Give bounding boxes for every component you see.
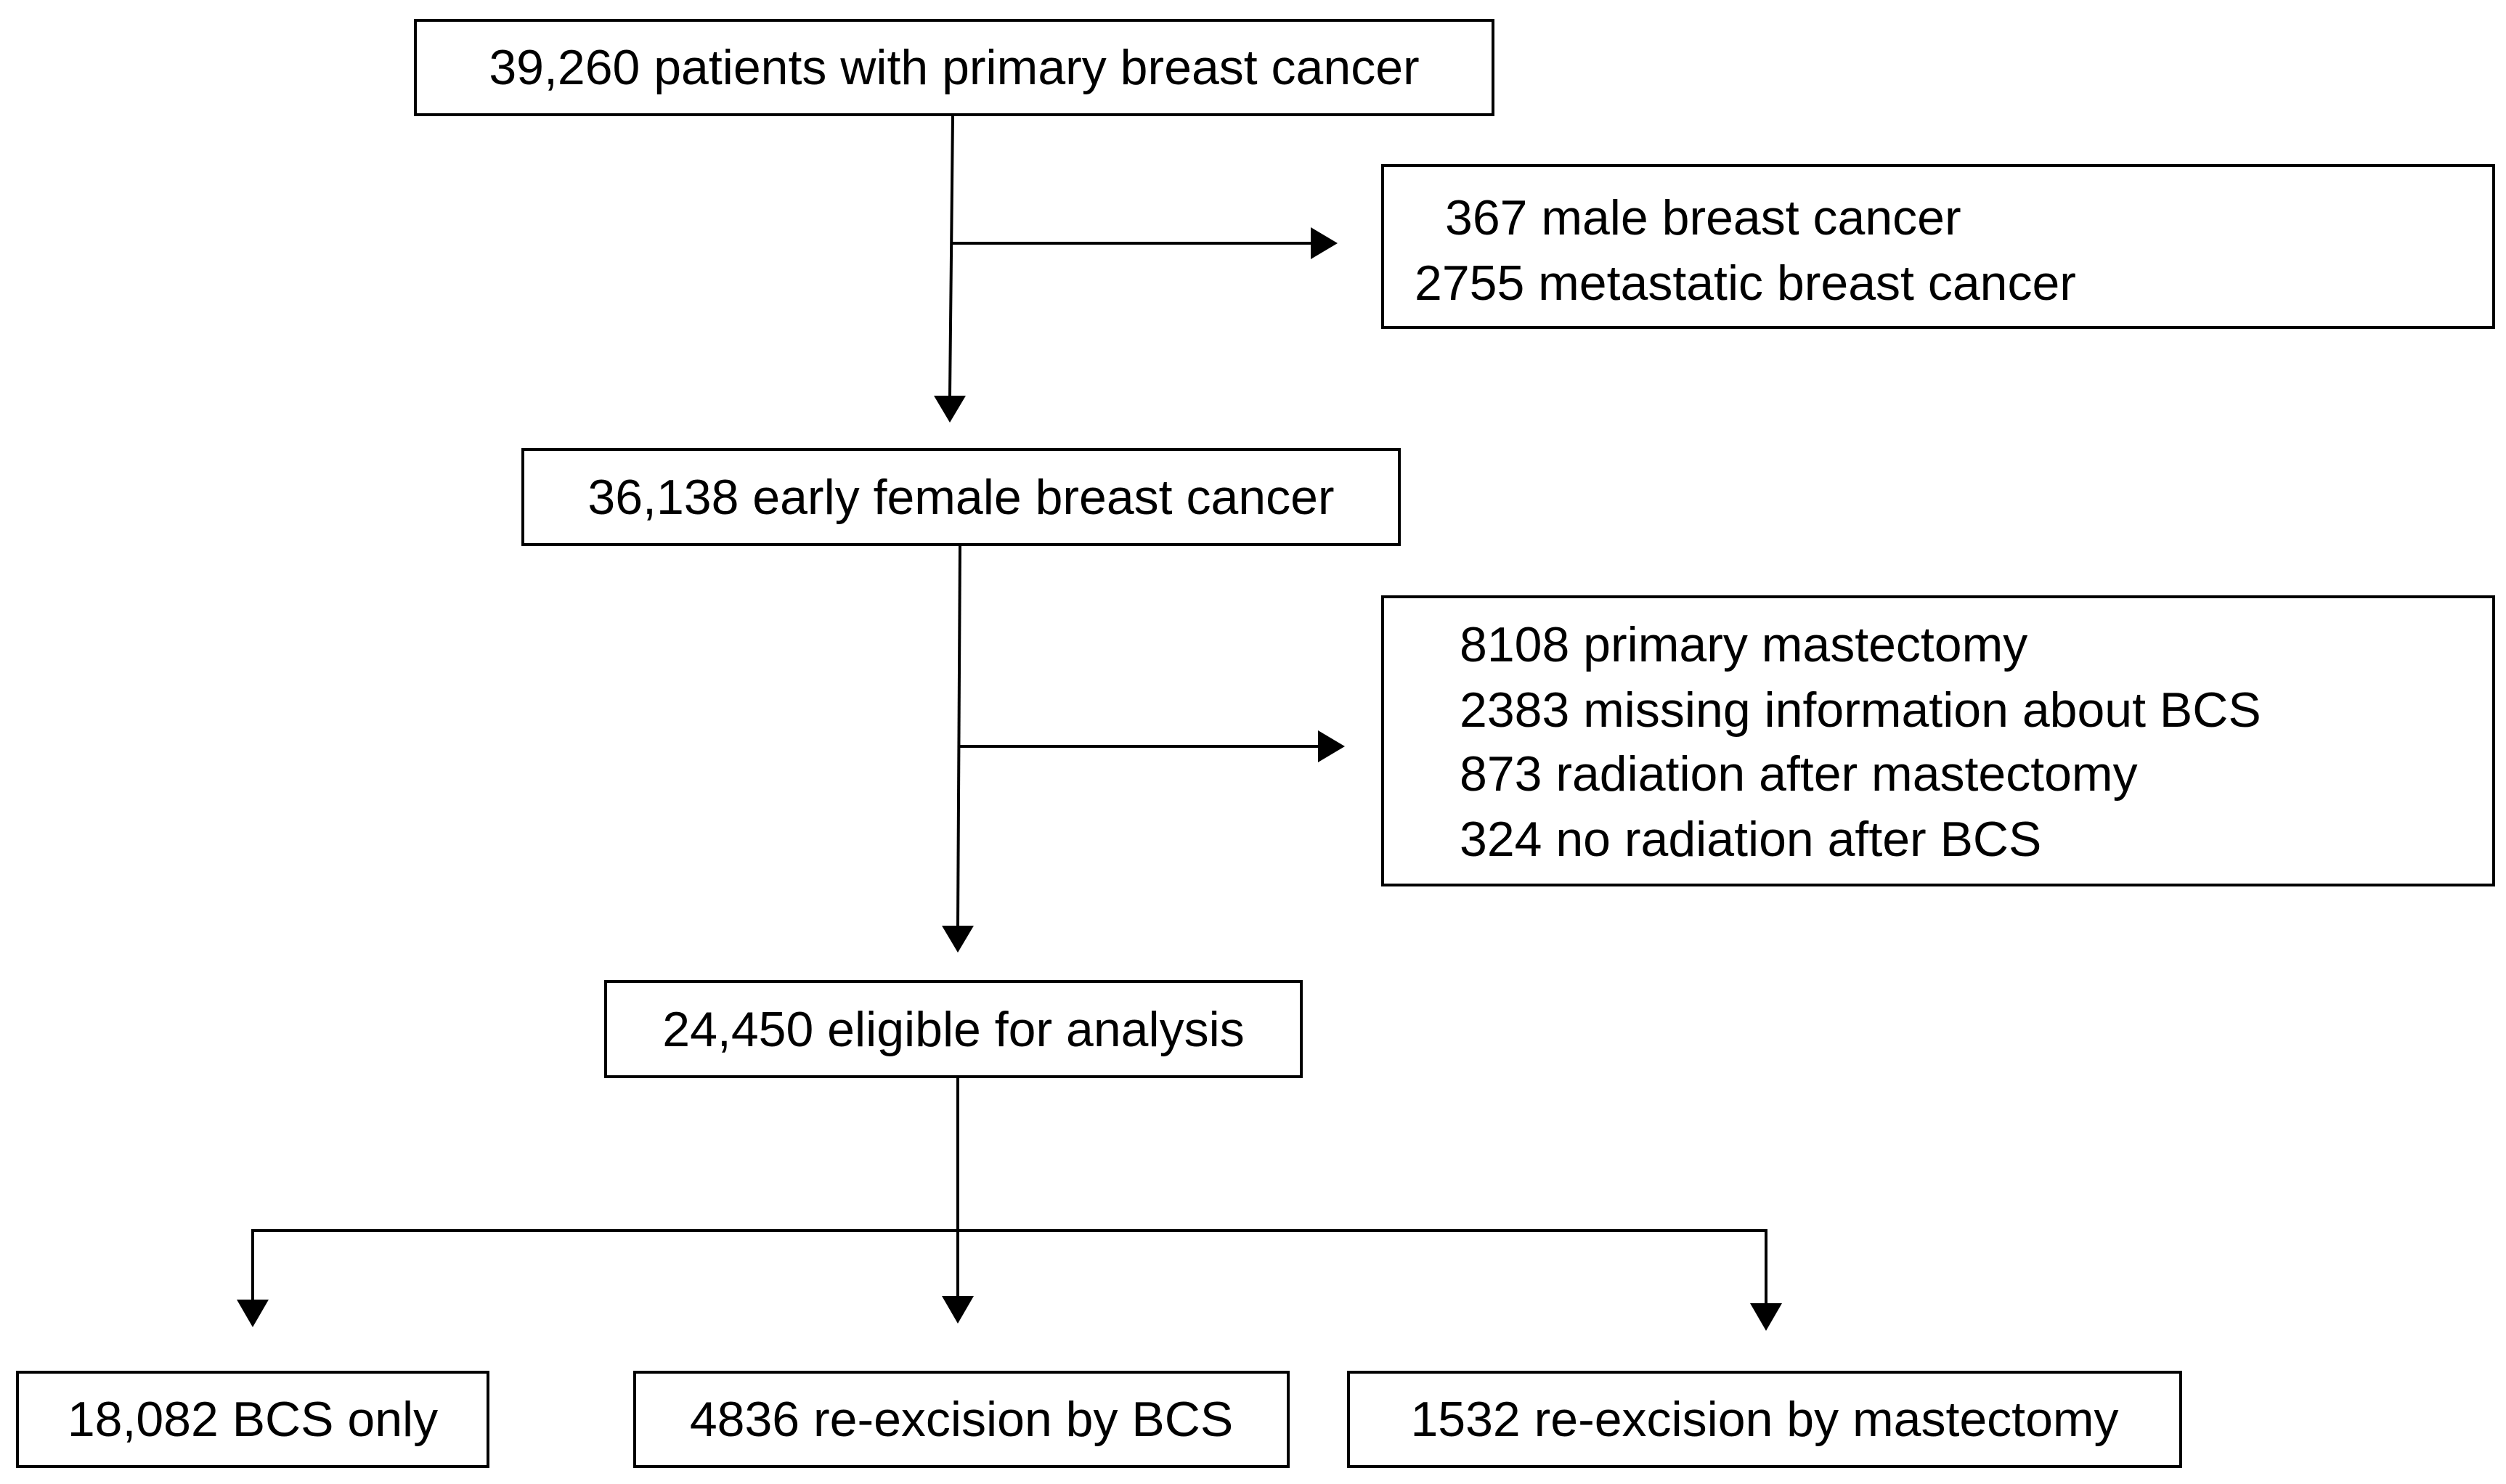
exclusion-2-line: 8108 primary mastectomy — [1460, 617, 2028, 672]
outcome-box-bcs-only: 18,082 BCS only — [16, 1371, 489, 1468]
arrowhead-eligible — [942, 926, 974, 953]
outcome-box-text: 1532 re-excision by mastectomy — [1410, 1392, 2119, 1447]
eligible-box-text: 24,450 eligible for analysis — [662, 1001, 1245, 1057]
exclusion-1-line: 367 male breast cancer — [1445, 190, 1961, 245]
exclusion-box-2: 8108 primary mastectomy 2383 missing inf… — [1381, 595, 2495, 886]
arrowhead-exclusion-1 — [1311, 227, 1338, 259]
exclusion-2-line: 873 radiation after mastectomy — [1460, 746, 2138, 802]
exclusion-2-line: 324 no radiation after BCS — [1460, 812, 2042, 867]
exclusion-2-line: 2383 missing information about BCS — [1460, 682, 2261, 738]
arrowhead-outcome-3 — [1750, 1303, 1782, 1331]
outcome-box-text: 18,082 BCS only — [67, 1392, 439, 1447]
arrowhead-early — [934, 396, 966, 423]
outcome-box-reexcision-bcs: 4836 re-excision by BCS — [633, 1371, 1290, 1468]
connector-start-to-early — [948, 115, 954, 396]
arrowhead-outcome-1 — [237, 1300, 269, 1327]
outcome-box-reexcision-mastectomy: 1532 re-excision by mastectomy — [1347, 1371, 2182, 1468]
exclusion-box-1: 367 male breast cancer 2755 metastatic b… — [1381, 164, 2495, 329]
eligible-box: 24,450 eligible for analysis — [604, 980, 1303, 1078]
arrowhead-outcome-2 — [942, 1296, 974, 1324]
outcome-box-text: 4836 re-excision by BCS — [689, 1392, 1234, 1447]
early-box: 36,138 early female breast cancer — [521, 448, 1401, 546]
early-box-text: 36,138 early female breast cancer — [587, 469, 1335, 525]
start-box: 39,260 patients with primary breast canc… — [414, 19, 1494, 116]
start-box-text: 39,260 patients with primary breast canc… — [489, 40, 1420, 95]
arrowhead-exclusion-2 — [1318, 730, 1345, 762]
exclusion-1-line: 2755 metastatic breast cancer — [1415, 256, 2076, 311]
connector-early-to-eligible — [956, 545, 961, 926]
